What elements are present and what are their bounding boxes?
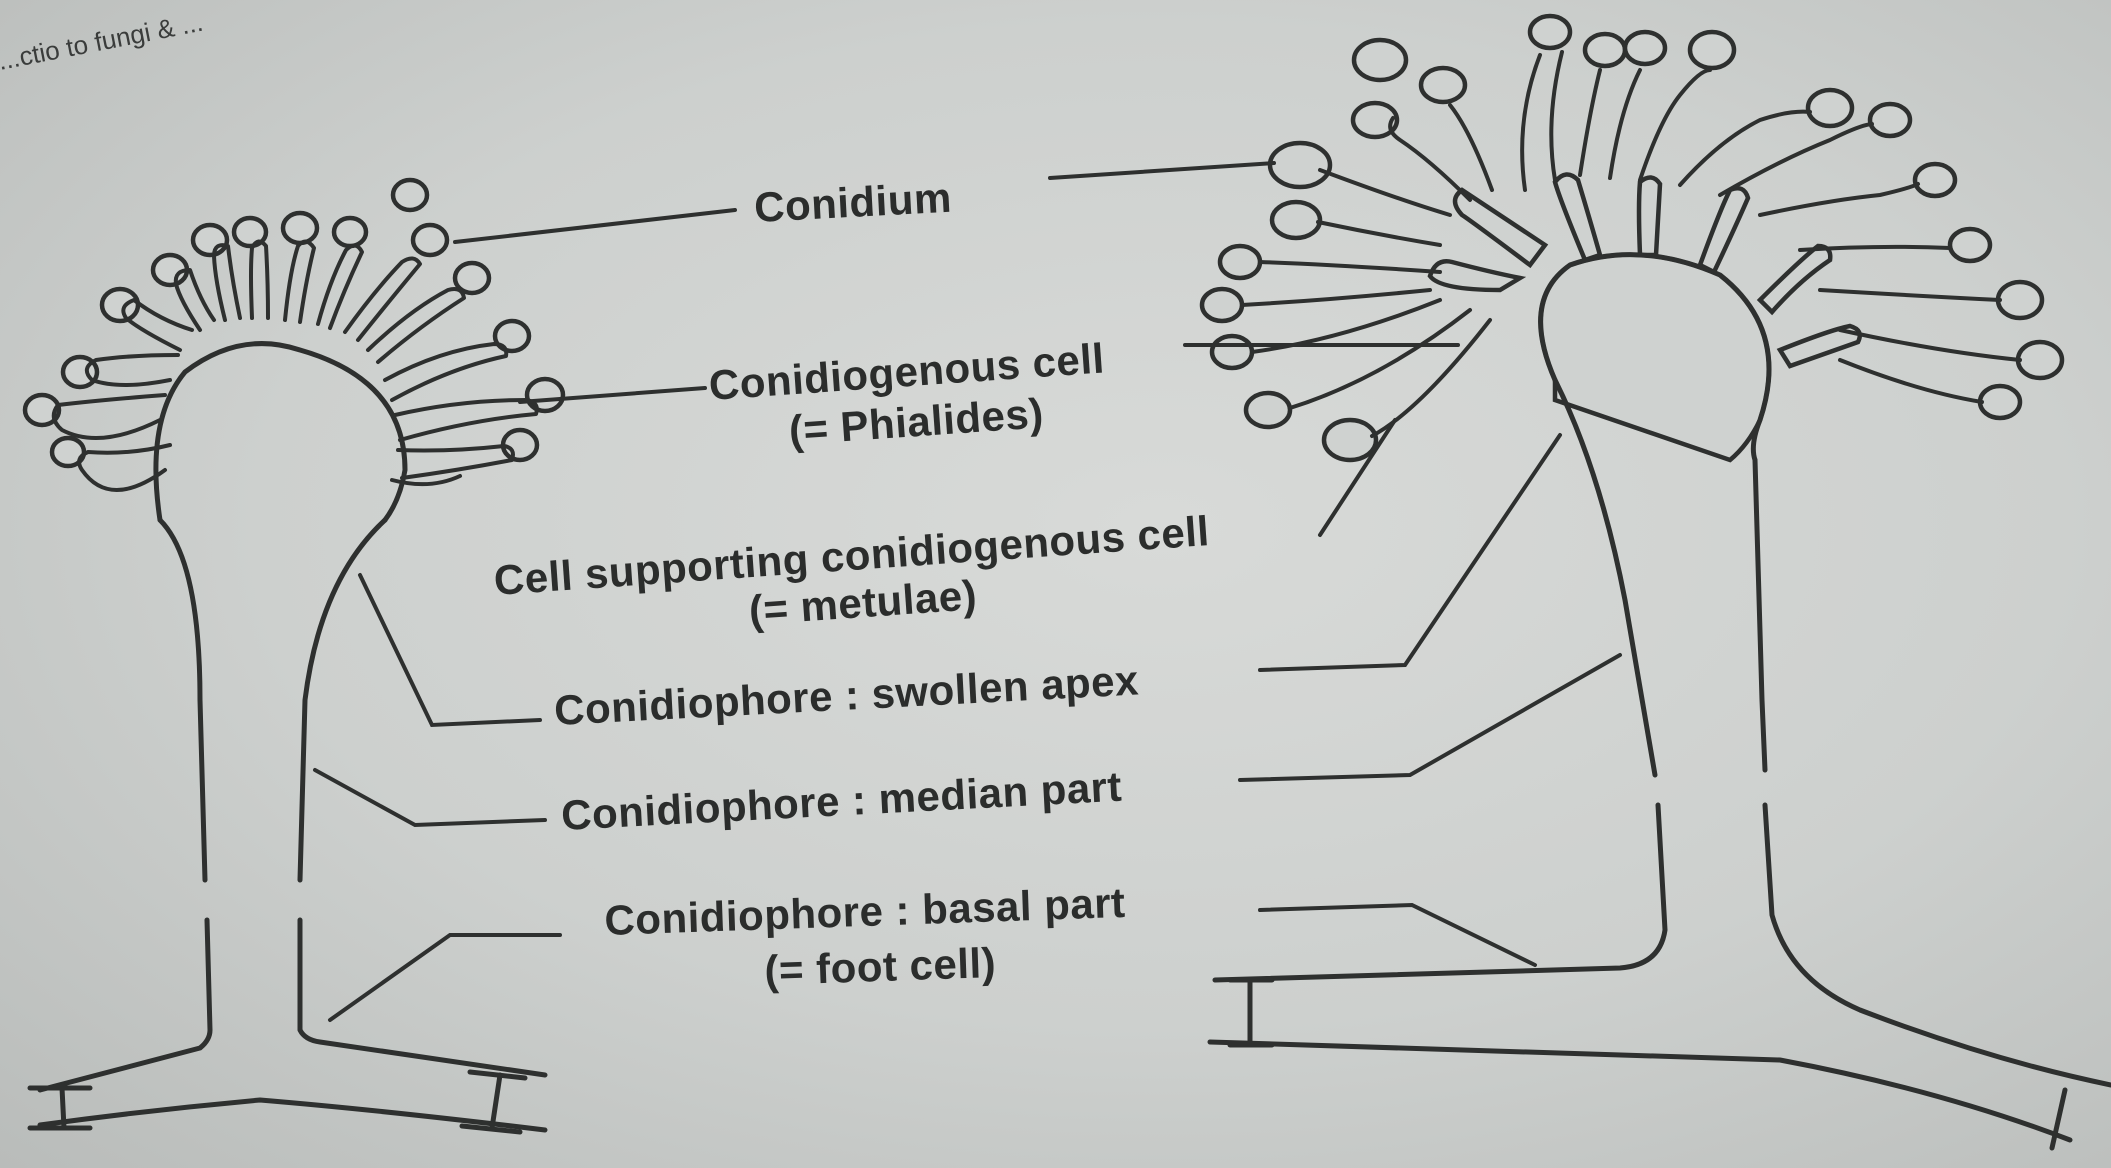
right-conidiophore [1202, 16, 2111, 1148]
leader-median-right [1240, 655, 1620, 780]
left-swollen-apex [156, 344, 405, 520]
header-fragment: ...ctio to fungi & ... [0, 7, 205, 76]
leader-conidium-right [1050, 163, 1274, 178]
labels: Conidium Conidiogenous cell (= Phialides… [492, 174, 1211, 994]
label-swollen-apex: Conidiophore : swollen apex [553, 656, 1140, 734]
leader-conidium-left [455, 210, 735, 242]
left-conidiophore [25, 180, 563, 1132]
leader-basal-left [330, 935, 560, 1020]
leader-basal-right [1260, 905, 1535, 965]
label-conidium: Conidium [753, 174, 953, 231]
leader-median-left [315, 770, 545, 825]
leader-apex-right [1260, 435, 1560, 670]
label-median-part: Conidiophore : median part [560, 763, 1123, 839]
label-foot-cell: (= foot cell) [764, 939, 997, 994]
label-basal-part: Conidiophore : basal part [604, 879, 1127, 944]
